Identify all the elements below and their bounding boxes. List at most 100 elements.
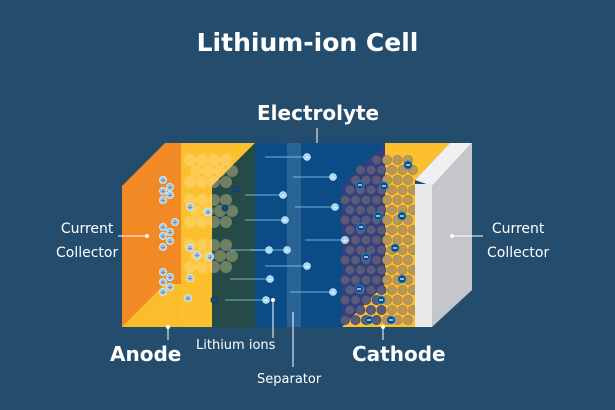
plus-sign: + [330, 289, 336, 297]
cathode-particle [344, 264, 355, 275]
cathode-particle [371, 154, 382, 165]
label-electrolyte: Electrolyte [257, 101, 380, 125]
plus-sign: + [160, 224, 166, 232]
cathode-particle [402, 234, 413, 245]
lithium-ion [185, 273, 194, 282]
cathode-particle [402, 194, 413, 205]
cathode-particle [376, 264, 387, 275]
cathode-particle [355, 164, 366, 175]
graphite-hexagon [196, 261, 208, 273]
cathode-particle [392, 174, 403, 185]
cathode-particles [339, 154, 418, 325]
cathode-particle [392, 154, 403, 165]
cathode-particle [392, 194, 403, 205]
dark-ion [210, 296, 218, 304]
lithium-ion [158, 231, 167, 240]
label-cathode: Cathode [352, 342, 446, 366]
plus-sign: + [167, 229, 173, 237]
cathode-particle [371, 194, 382, 205]
leader-dot [166, 325, 170, 329]
cathode-particle [397, 284, 408, 295]
lithium-ion [329, 288, 337, 296]
plus-sign: + [187, 245, 193, 253]
cathode-particle [386, 264, 397, 275]
graphite-hexagon [208, 154, 220, 166]
diagram-title: Lithium-ion Cell [196, 28, 419, 57]
cathode-particle [381, 254, 392, 265]
cathode-particle [344, 184, 355, 195]
plus-sign: + [207, 254, 213, 262]
label-line: Collector [487, 245, 550, 261]
plus-sign: + [304, 154, 310, 162]
graphite-hexagon [184, 176, 196, 188]
label-anode: Anode [110, 342, 182, 366]
cathode-particle [386, 204, 397, 215]
cathode-particle [392, 254, 403, 265]
cathode-particle [339, 254, 350, 265]
graphite-hexagon [196, 154, 208, 166]
cathode-particle [397, 224, 408, 235]
graphite-hexagon [214, 250, 226, 262]
cathode-particle [402, 254, 413, 265]
graphite-hexagon [196, 239, 208, 251]
lithium-ion [283, 246, 291, 254]
lithium-ions: +++++++++++++++++++++++++++++++++++ [158, 153, 413, 325]
cathode-particle [365, 284, 376, 295]
lithium-ion [158, 175, 167, 184]
graphite-hexagon [196, 216, 208, 228]
cathode-particle [381, 194, 392, 205]
lithium-ion [281, 216, 289, 224]
lithium-ion [205, 252, 214, 261]
cathode-particle [392, 234, 403, 245]
plus-sign: + [160, 289, 166, 297]
plus-sign: + [304, 263, 310, 271]
cathode-particle [386, 284, 397, 295]
cathode-particle [350, 274, 361, 285]
graphite-hexagon [196, 176, 208, 188]
anode [181, 143, 255, 327]
cathode-particle [355, 264, 366, 275]
lithium-ion [165, 227, 174, 236]
cathode-particle [360, 234, 371, 245]
graphite-hexagon [220, 261, 232, 273]
graphite-hexagon [184, 194, 196, 206]
plus-sign: + [342, 237, 348, 245]
cathode-particle [381, 234, 392, 245]
graphite-hexagon [208, 261, 220, 273]
lithium-ion [185, 202, 194, 211]
graphite-hexagon [208, 216, 220, 228]
cathode-particle [339, 194, 350, 205]
cathode-particle [371, 174, 382, 185]
cathode-particle [350, 214, 361, 225]
cathode-particle [381, 274, 392, 285]
cathode-particle [365, 184, 376, 195]
cathode-particle [344, 244, 355, 255]
plus-sign: + [267, 276, 273, 284]
plus-sign: + [330, 174, 336, 182]
plus-sign: + [167, 192, 173, 200]
plus-sign: + [172, 219, 178, 227]
cathode-particle [386, 184, 397, 195]
cathode-collector-top [415, 143, 472, 186]
graphite-hexagon [226, 165, 238, 177]
cathode-particle [360, 294, 371, 305]
plus-sign: + [160, 177, 166, 185]
plus-sign: + [160, 269, 166, 277]
label-line: Current [60, 221, 114, 237]
label-separator: Separator [257, 372, 322, 387]
lithium-ion [329, 173, 337, 181]
cathode-particle [344, 204, 355, 215]
cathode-particle [386, 164, 397, 175]
cathode-particle [397, 264, 408, 275]
cathode-particle [355, 204, 366, 215]
cathode-particle [397, 184, 408, 195]
label-lithium-ions: Lithium ions [196, 338, 276, 353]
cathode-particle [402, 174, 413, 185]
plus-sign: + [187, 275, 193, 283]
plus-sign: + [282, 217, 288, 225]
lithium-ion [303, 262, 311, 270]
graphite-hexagon [226, 205, 238, 217]
plus-sign: + [167, 274, 173, 282]
leader-dot [271, 298, 275, 302]
